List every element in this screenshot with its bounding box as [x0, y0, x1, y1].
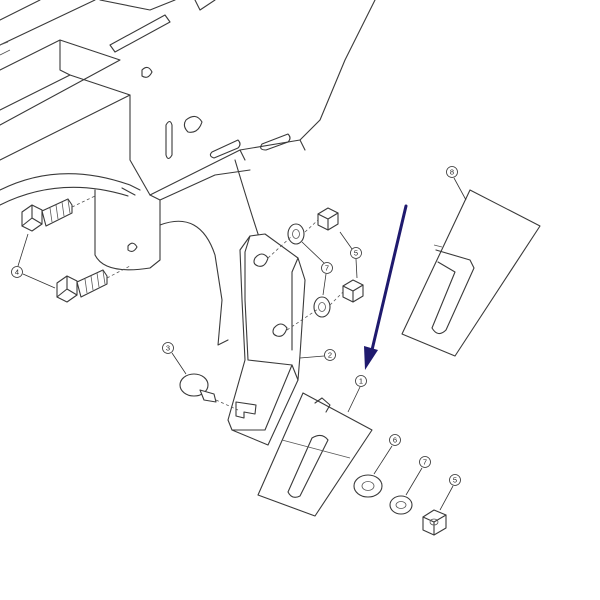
- upper-hardware: [267, 207, 364, 331]
- part-1-shim: [257, 392, 373, 517]
- part-3-carriage-bolt: [179, 373, 239, 411]
- highlight-arrow: [364, 204, 408, 370]
- callout-2: 2: [328, 351, 332, 360]
- callouts: 8 5 7 4 2 3 1 6 7 5: [11, 166, 467, 511]
- part-2-bracket: [227, 233, 306, 446]
- callout-8: 8: [450, 168, 454, 177]
- callout-1: 1: [359, 377, 363, 386]
- callout-4: 4: [15, 268, 19, 277]
- callout-7-upper: 7: [325, 264, 329, 273]
- callout-3: 3: [166, 344, 170, 353]
- callout-7-lower: 7: [423, 458, 427, 467]
- frame-assembly: [0, 0, 376, 346]
- callout-6: 6: [393, 436, 397, 445]
- lower-hardware: [353, 474, 447, 536]
- callout-5-upper: 5: [354, 249, 358, 258]
- part-4-bolts: [21, 195, 131, 303]
- part-8-shim: [401, 189, 541, 357]
- callout-5-lower: 5: [453, 476, 457, 485]
